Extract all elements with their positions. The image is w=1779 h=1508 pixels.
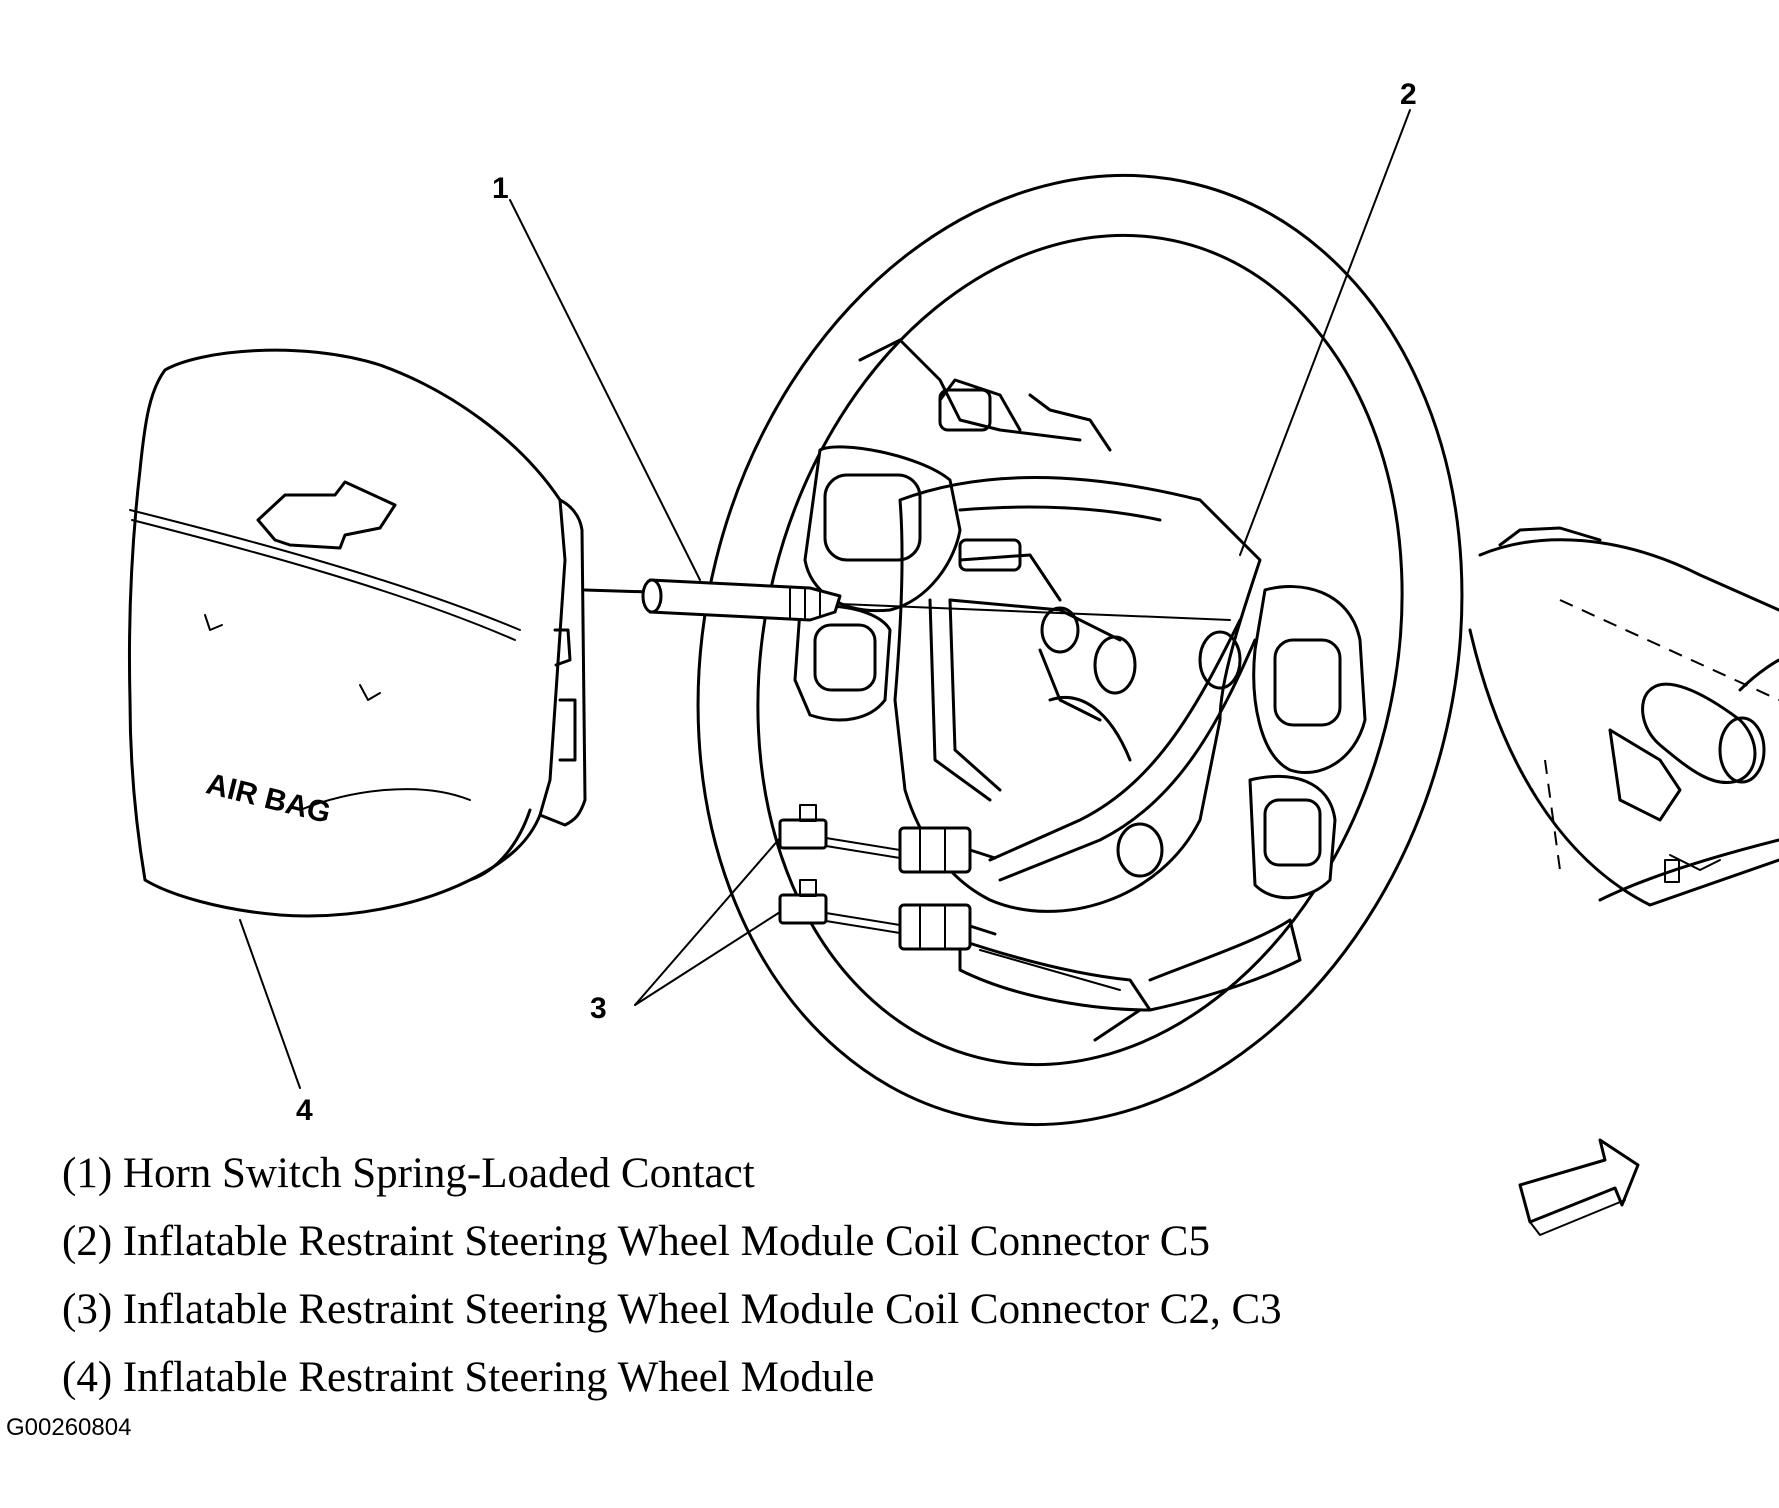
connector-c3 xyxy=(778,879,997,951)
leader-3b xyxy=(634,911,781,1006)
legend-item-4: (4) Inflatable Restraint Steering Wheel … xyxy=(62,1354,875,1401)
steering-column xyxy=(1468,526,1779,907)
callout-2: 2 xyxy=(1400,78,1417,111)
legend-item-1: (1) Horn Switch Spring-Loaded Contact xyxy=(62,1150,755,1197)
callout-4: 4 xyxy=(296,1094,313,1127)
legend-item-3: (3) Inflatable Restraint Steering Wheel … xyxy=(62,1286,1282,1333)
steering-wheel-rim xyxy=(696,174,1464,1126)
figure-id: G00260804 xyxy=(6,1414,132,1441)
bowtie-emblem-icon xyxy=(256,480,397,550)
outline-arrow-icon xyxy=(1518,1138,1640,1236)
legend-item-2: (2) Inflatable Restraint Steering Wheel … xyxy=(62,1218,1210,1265)
leader-lines xyxy=(239,109,1411,1089)
callout-1: 1 xyxy=(492,172,509,205)
callout-3: 3 xyxy=(590,992,607,1025)
leader-3a xyxy=(634,837,781,1006)
steering-wheel-hub xyxy=(793,338,1367,1042)
leader-1 xyxy=(509,199,701,581)
legend: (1) Horn Switch Spring-Loaded Contact (2… xyxy=(62,1140,1282,1412)
airbag-module: AIR BAG xyxy=(127,348,587,918)
leader-4 xyxy=(239,919,301,1089)
leader-2 xyxy=(1239,109,1411,556)
connector-c2 xyxy=(778,804,997,874)
horn-switch-contact xyxy=(583,578,1231,622)
